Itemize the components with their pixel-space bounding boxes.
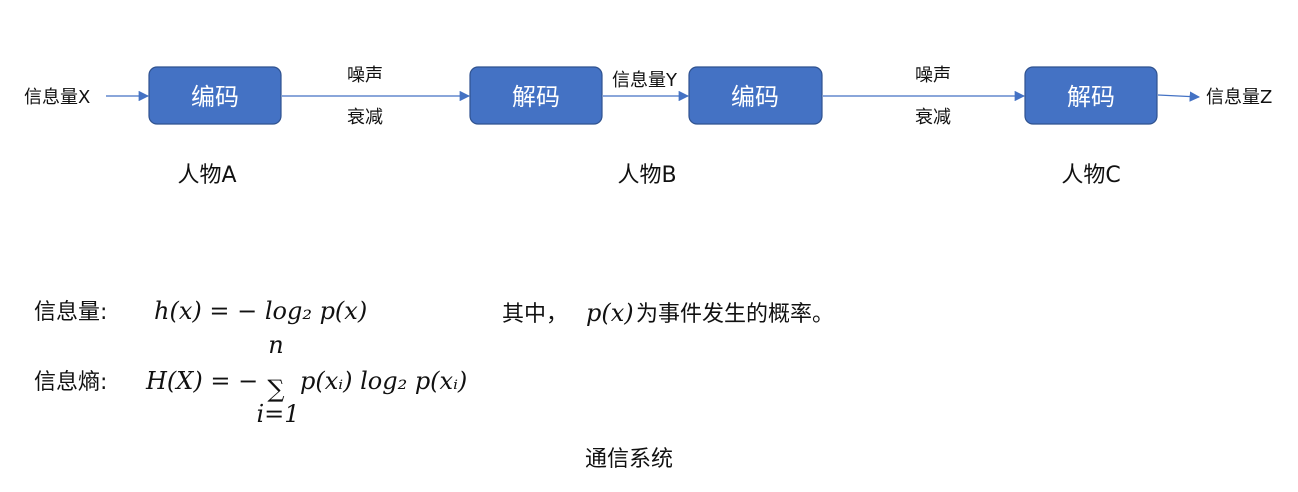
encode-box-b: 编码: [688, 66, 823, 125]
decode-box-c: 解码: [1024, 66, 1158, 125]
channel-2-noise: 噪声: [915, 65, 951, 86]
info-quantity-formula: h(x) = − log₂ p(x): [154, 297, 367, 325]
signal-output-z: 信息量Z: [1206, 87, 1272, 108]
signal-input-x: 信息量X: [24, 87, 90, 108]
entropy-lhs: H(X) = −: [145, 367, 258, 395]
arrow-decode-c-to-output: [1157, 91, 1201, 102]
channel-1-noise: 噪声: [347, 65, 383, 86]
decode-box-b-label: 解码: [512, 83, 560, 111]
entropy-sum-symbol: ∑: [267, 375, 284, 403]
channel-2-attenuation: 衰减: [915, 107, 951, 128]
signal-mid-y: 信息量Y: [612, 70, 678, 91]
channel-1-attenuation: 衰减: [347, 107, 383, 128]
entropy-rhs: p(xᵢ) log₂ p(xᵢ): [300, 367, 467, 395]
encode-box-a: 编码: [148, 66, 282, 125]
person-c: 人物C: [1061, 163, 1120, 188]
person-b: 人物B: [617, 163, 676, 188]
decode-box-c-label: 解码: [1067, 83, 1115, 111]
caption: 通信系统: [585, 447, 673, 472]
entropy-sum-bottom: i=1: [256, 400, 299, 428]
note-suffix: 为事件发生的概率。: [636, 302, 834, 327]
person-a: 人物A: [177, 163, 236, 188]
encode-box-a-label: 编码: [191, 83, 239, 111]
encode-box-b-label: 编码: [731, 83, 779, 111]
entropy-label: 信息熵:: [34, 370, 107, 395]
note-prefix: 其中，: [502, 302, 568, 327]
note-math: p(x): [586, 299, 634, 327]
info-quantity-label: 信息量:: [34, 300, 107, 325]
decode-box-b: 解码: [469, 66, 603, 125]
entropy-sum-top: n: [268, 331, 283, 359]
